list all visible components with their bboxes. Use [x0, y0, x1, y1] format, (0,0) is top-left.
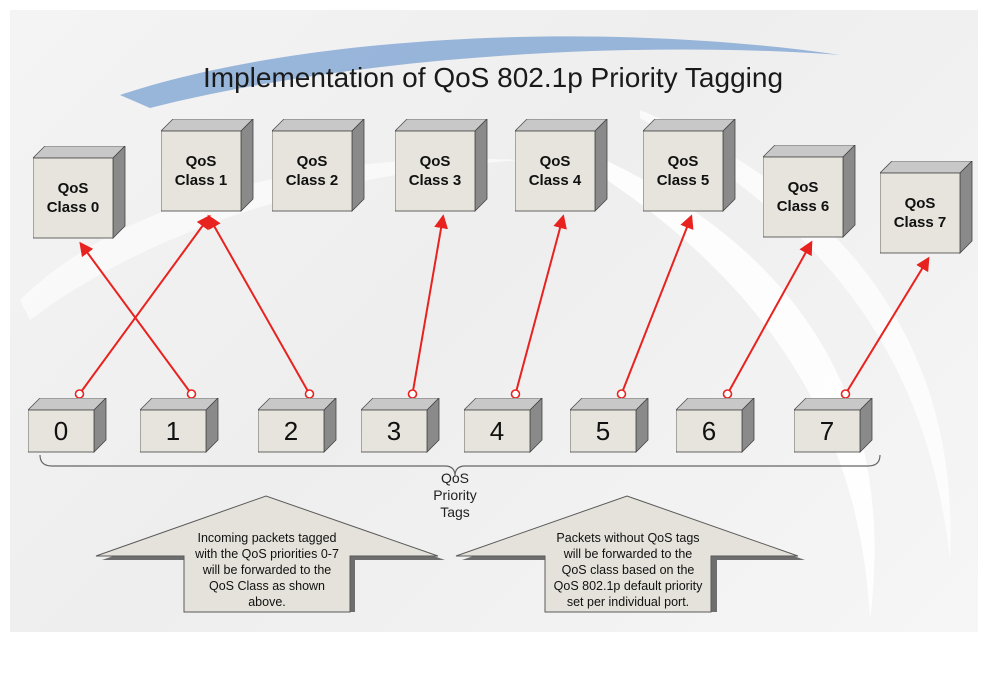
tag-label-5: 5: [595, 415, 611, 446]
bracket-label: QoS Priority Tags: [400, 470, 510, 521]
tag-label-2: 2: [283, 415, 299, 446]
note-arrow-left: [95, 495, 445, 613]
tag-box-1-shape: [140, 398, 219, 453]
note-arrow-right: [455, 495, 805, 613]
class-box-7-shape: [880, 161, 973, 254]
class-box-4-shape: [515, 119, 608, 212]
class-box-line1: QoS: [904, 195, 936, 212]
class-box-line2: Class 0: [46, 199, 100, 216]
bracket-label-line2: Priority: [433, 487, 477, 503]
class-box-0-shape: [33, 146, 126, 239]
class-box-line2: Class 4: [528, 172, 582, 189]
class-box-line2: Class 5: [656, 172, 710, 189]
class-box-label-7: QoS Class 7: [880, 173, 960, 253]
note-left: Incoming packets tagged with the QoS pri…: [184, 530, 350, 610]
tag-label-7: 7: [819, 415, 835, 446]
class-box-line1: QoS: [185, 153, 217, 170]
bracket-path: [39, 454, 881, 477]
class-box-2-shape: [272, 119, 365, 212]
note-left-line: with the QoS priorities 0-7: [195, 547, 339, 561]
note-right-line: will be forwarded to the: [563, 547, 693, 561]
class-box-line1: QoS: [787, 179, 819, 196]
class-box-line1: QoS: [57, 180, 89, 197]
tag-label-0: 0: [53, 415, 69, 446]
tag-box-6-shape: [676, 398, 755, 453]
tag-box-5-shape: [570, 398, 649, 453]
tag-label-6: 6: [701, 415, 717, 446]
class-box-6-shape: [763, 145, 856, 238]
class-box-1-shape: [161, 119, 254, 212]
swoosh-blue: [120, 36, 840, 109]
tag-box-2-shape: [258, 398, 337, 453]
note-right-line: set per individual port.: [566, 595, 690, 609]
class-box-line1: QoS: [539, 153, 571, 170]
class-box-line1: QoS: [296, 153, 328, 170]
tag-label-1: 1: [165, 415, 181, 446]
note-left-line: QoS Class as shown: [208, 579, 326, 593]
class-box-label-2: QoS Class 2: [272, 131, 352, 211]
note-right-line: QoS class based on the: [561, 563, 695, 577]
class-box-label-4: QoS Class 4: [515, 131, 595, 211]
tag-box-4-shape: [464, 398, 543, 453]
note-left-line: above.: [248, 595, 286, 609]
note-right-line: Packets without QoS tags: [556, 531, 700, 545]
tag-label-4: 4: [489, 415, 505, 446]
note-right-line: QoS 802.1p default priority: [553, 579, 703, 593]
class-box-line1: QoS: [667, 153, 699, 170]
note-left-line: Incoming packets tagged: [197, 531, 337, 545]
bracket-label-line3: Tags: [440, 504, 470, 520]
class-box-label-0: QoS Class 0: [33, 158, 113, 238]
class-box-line2: Class 7: [893, 214, 947, 231]
page-title: Implementation of QoS 802.1p Priority Ta…: [202, 62, 784, 93]
tag-label-3: 3: [386, 415, 402, 446]
class-box-3-shape: [395, 119, 488, 212]
class-box-line2: Class 3: [408, 172, 462, 189]
tag-box-0-shape: [28, 398, 107, 453]
tag-box-3-shape: [361, 398, 440, 453]
class-box-5-shape: [643, 119, 736, 212]
note-left-line: will be forwarded to the: [202, 563, 332, 577]
class-box-line1: QoS: [419, 153, 451, 170]
class-box-label-1: QoS Class 1: [161, 131, 241, 211]
class-box-label-5: QoS Class 5: [643, 131, 723, 211]
bracket-label-line1: QoS: [440, 470, 469, 486]
class-box-label-3: QoS Class 3: [395, 131, 475, 211]
tag-box-7-shape: [794, 398, 873, 453]
class-box-label-6: QoS Class 6: [763, 157, 843, 237]
class-box-line2: Class 2: [285, 172, 339, 189]
class-box-line2: Class 1: [174, 172, 228, 189]
note-right: Packets without QoS tags will be forward…: [540, 530, 716, 610]
class-box-line2: Class 6: [776, 198, 830, 215]
